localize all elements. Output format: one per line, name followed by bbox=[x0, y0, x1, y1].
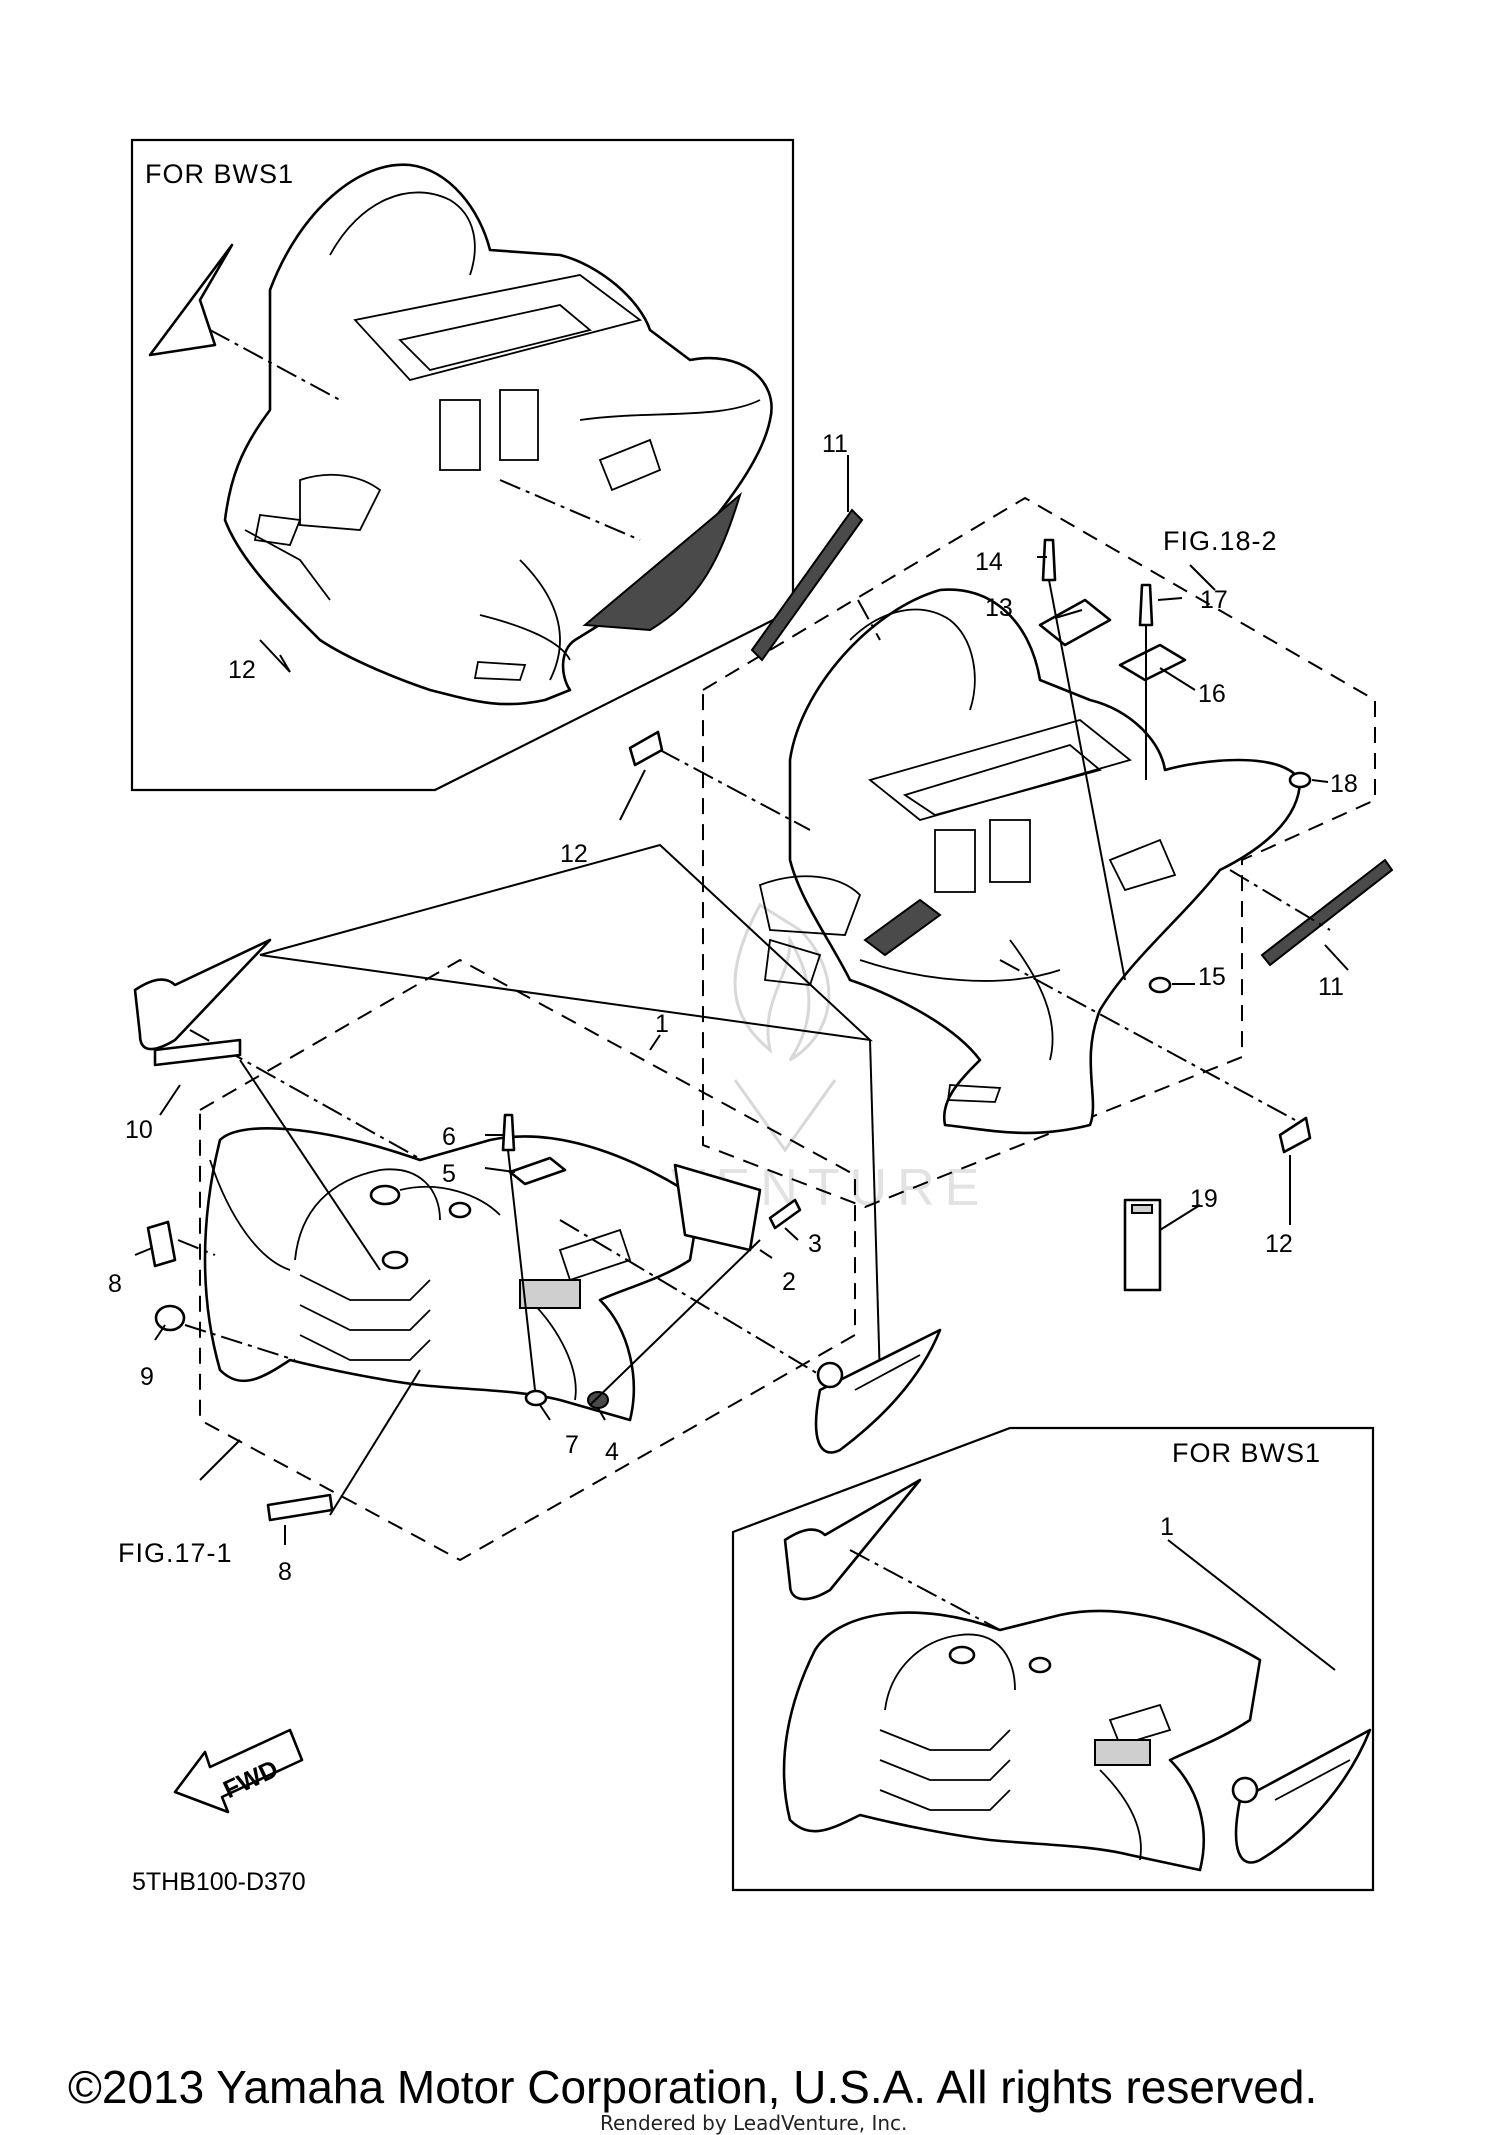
bottom-right-variant-box: FOR BWS1 1 bbox=[731, 1426, 1375, 1892]
top-left-variant-box: FOR BWS1 12 bbox=[130, 138, 795, 792]
figure-ref-front: FIG.17-1 bbox=[118, 1538, 233, 1568]
grommet-18 bbox=[1288, 771, 1312, 789]
figure-ref-rear: FIG.18-2 bbox=[1163, 526, 1278, 556]
callout-12-right: 12 bbox=[1265, 1230, 1293, 1258]
nut-4 bbox=[587, 1391, 609, 1409]
callout-8-left: 8 bbox=[108, 1270, 122, 1298]
emblem-12-flap-right bbox=[1278, 1116, 1312, 1154]
emblem-flap-front bbox=[133, 938, 272, 1051]
callout-11-right: 11 bbox=[1318, 973, 1344, 1001]
emblem-12-flap-top bbox=[148, 243, 234, 357]
callout-14: 14 bbox=[975, 548, 1003, 576]
rear-fender-drawing bbox=[758, 588, 1302, 1135]
callout-16: 16 bbox=[1198, 680, 1226, 708]
reflector-9 bbox=[154, 1304, 186, 1332]
diagram-code: 5THB100-D370 bbox=[132, 1868, 306, 1896]
bolt-6 bbox=[501, 1113, 516, 1152]
callout-3: 3 bbox=[808, 1230, 822, 1258]
callout-13: 13 bbox=[985, 594, 1013, 622]
callout-9: 9 bbox=[140, 1363, 154, 1391]
front-fender-bws1-drawing bbox=[782, 1609, 1262, 1872]
callout-17: 17 bbox=[1200, 586, 1228, 614]
callout-5: 5 bbox=[442, 1160, 456, 1188]
plate-13 bbox=[1038, 598, 1112, 647]
strip-11-right bbox=[1260, 858, 1394, 967]
emblem-8-left bbox=[146, 1220, 177, 1268]
rear-fender-bws1-drawing bbox=[223, 163, 773, 706]
callout-19: 19 bbox=[1190, 1185, 1218, 1213]
callout-12-top: 12 bbox=[228, 656, 256, 684]
rendered-by-note: Rendered by LeadVenture, Inc. bbox=[600, 2111, 907, 2135]
screw-3 bbox=[768, 1198, 802, 1230]
grommet-7 bbox=[524, 1389, 548, 1407]
strip-11-top bbox=[750, 508, 864, 662]
bolt-14 bbox=[1041, 538, 1057, 582]
plate-16 bbox=[1118, 643, 1187, 682]
callout-2: 2 bbox=[782, 1268, 796, 1296]
emblem-10 bbox=[153, 1038, 242, 1067]
callout-10: 10 bbox=[125, 1116, 153, 1144]
callout-8-bottom: 8 bbox=[278, 1558, 292, 1586]
callout-15: 15 bbox=[1198, 963, 1226, 991]
variant-label-top: FOR BWS1 bbox=[145, 159, 294, 189]
front-fender-assembly: FIG.17-1 bbox=[108, 843, 942, 1586]
bolt-17 bbox=[1138, 583, 1154, 627]
emblem-flap-variant bbox=[783, 1478, 922, 1601]
tag-19 bbox=[1123, 1198, 1201, 1292]
side-flap-variant bbox=[1234, 1728, 1372, 1864]
plate-5 bbox=[508, 1156, 567, 1186]
callout-18: 18 bbox=[1330, 770, 1358, 798]
callout-4: 4 bbox=[605, 1438, 619, 1466]
callout-1-main: 1 bbox=[655, 1010, 669, 1038]
fwd-arrow: FWD bbox=[173, 1728, 304, 1814]
callout-7: 7 bbox=[565, 1431, 579, 1459]
emblem-12-flap-left bbox=[628, 730, 664, 767]
emblem-8-bottom bbox=[266, 1493, 334, 1522]
callout-6: 6 bbox=[442, 1123, 456, 1151]
rear-fender-assembly: FIG.18-2 bbox=[560, 430, 1394, 1292]
callout-12-left: 12 bbox=[560, 840, 588, 868]
callout-1-variant: 1 bbox=[1160, 1513, 1174, 1541]
callout-11-top: 11 bbox=[822, 430, 848, 458]
variant-label-bottom: FOR BWS1 bbox=[1172, 1438, 1321, 1468]
grommet-15 bbox=[1148, 976, 1172, 994]
side-flap-front bbox=[814, 1328, 942, 1454]
copyright-notice: ©2013 Yamaha Motor Corporation, U.S.A. A… bbox=[68, 2061, 1317, 2113]
